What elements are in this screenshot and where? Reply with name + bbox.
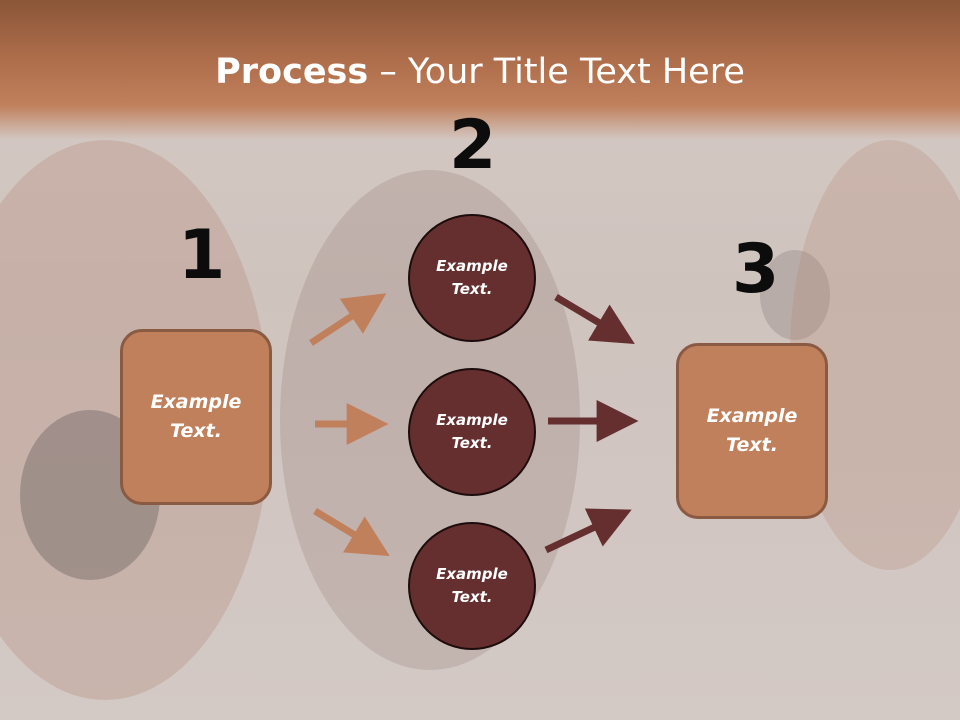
left-example-box: Example Text. <box>120 329 272 505</box>
circle-middle: Example Text. <box>408 368 536 496</box>
circle-middle-text: Example Text. <box>436 411 508 452</box>
right-example-box: Example Text. <box>676 343 828 519</box>
title-rest: – Your Title Text Here <box>368 52 745 92</box>
arrow-bottom-to-right <box>544 508 632 554</box>
step-number-1: 1 <box>178 216 226 295</box>
circle-bottom-text: Example Text. <box>436 565 508 606</box>
circle-top-text: Example Text. <box>436 257 508 298</box>
arrow-left-to-top <box>309 293 387 346</box>
title-bold: Process <box>215 52 369 92</box>
slide-title: Process – Your Title Text Here <box>0 52 960 92</box>
right-box-text: Example Text. <box>706 405 798 456</box>
step-number-3: 3 <box>732 230 780 309</box>
arrow-top-to-right <box>554 293 635 345</box>
arrow-left-to-bottom <box>313 508 390 557</box>
background-photo-dumbbell-right <box>760 250 830 340</box>
step-number-2: 2 <box>449 106 497 185</box>
left-box-text: Example Text. <box>150 391 242 442</box>
circle-top: Example Text. <box>408 214 536 342</box>
header-band <box>0 0 960 140</box>
circle-bottom: Example Text. <box>408 522 536 650</box>
